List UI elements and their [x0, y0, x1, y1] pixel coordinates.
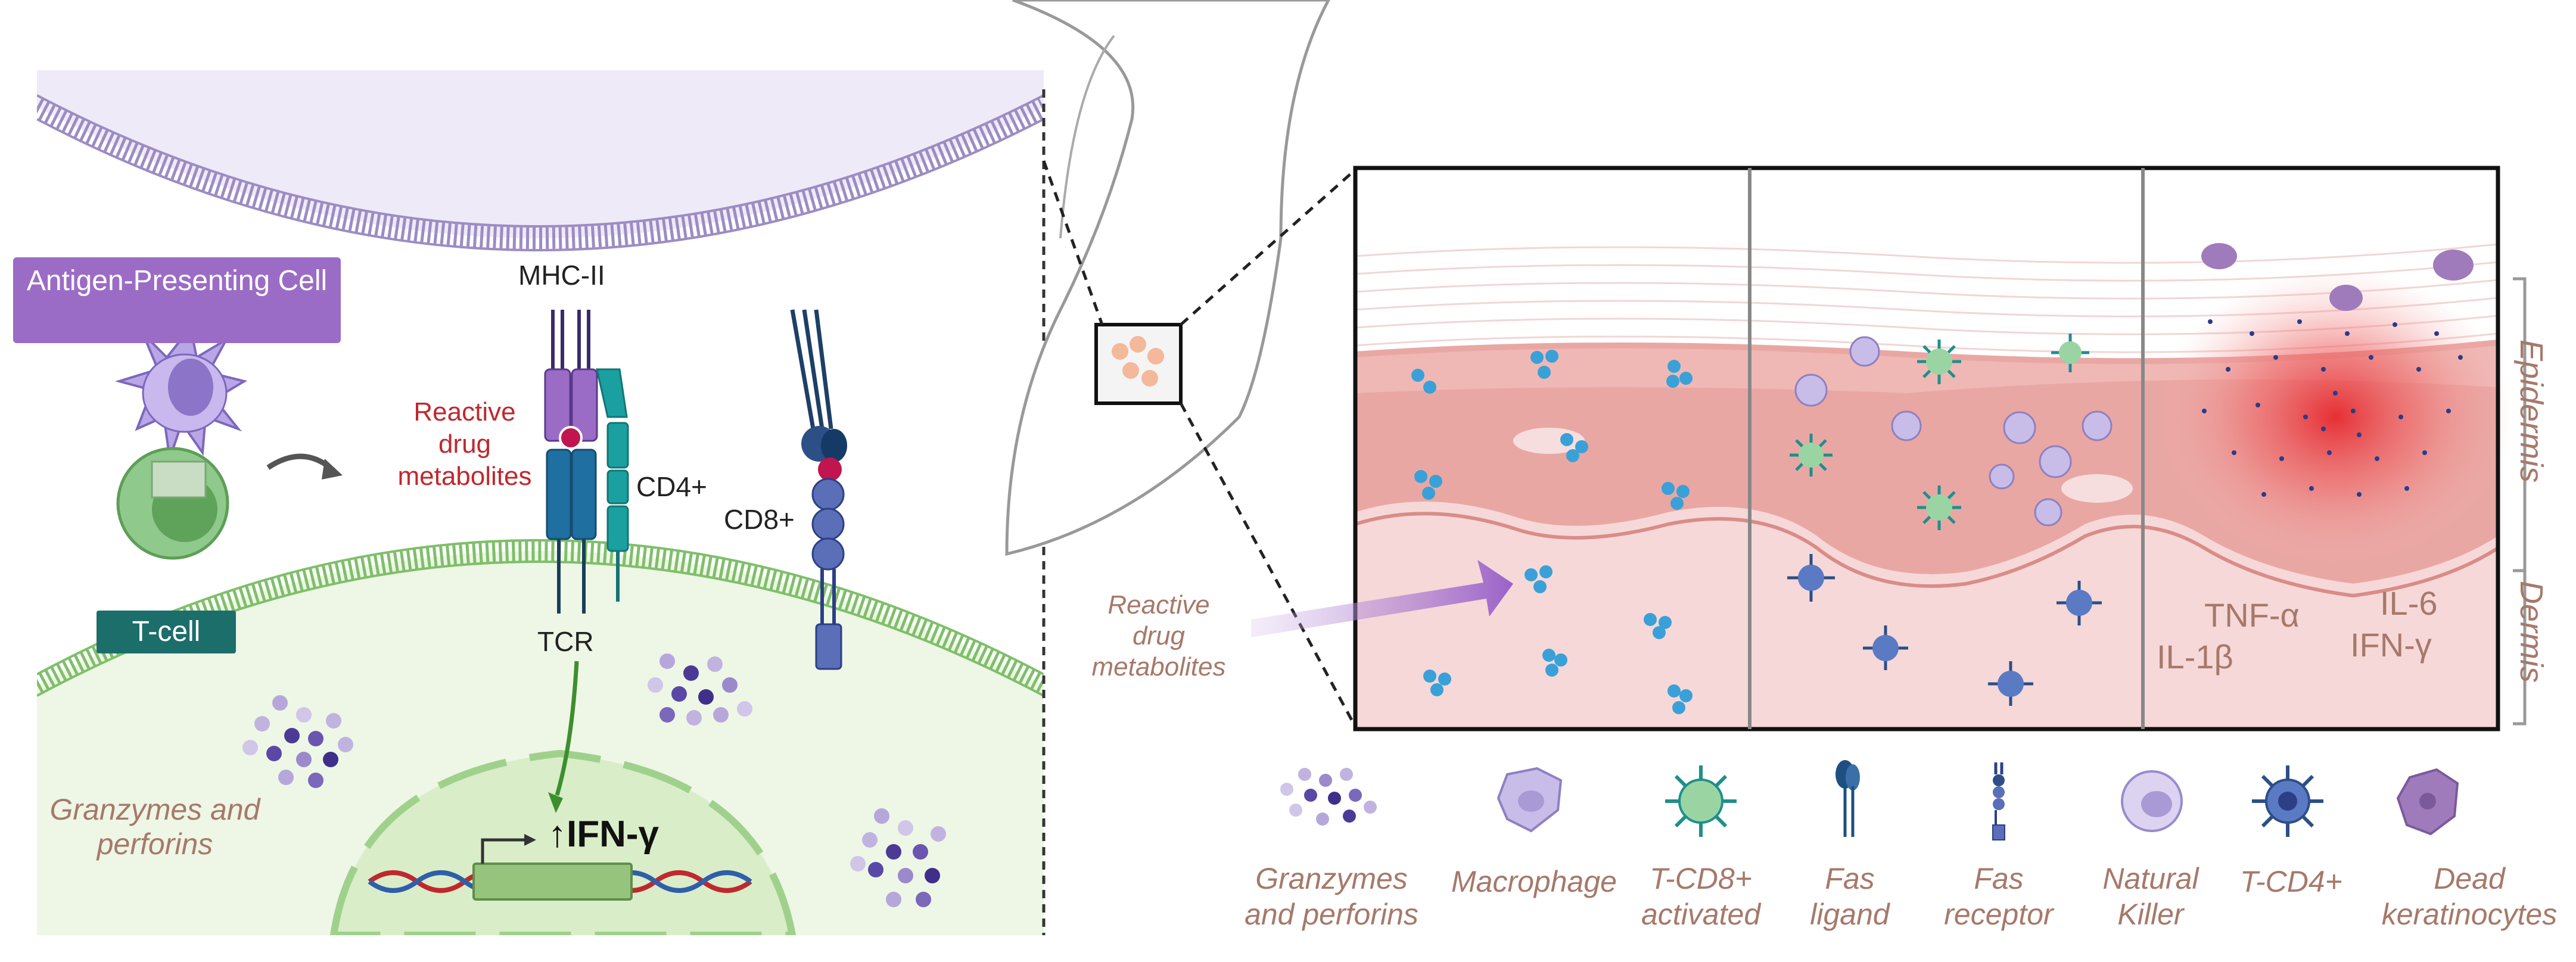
tcd8-activated-icon — [1665, 765, 1737, 837]
fas-receptor-icon — [1992, 762, 2005, 840]
cytokine-ifn: IFN-γ — [2350, 626, 2432, 664]
tcell-cytoplasm — [37, 551, 1044, 935]
granzyme-dots-icon — [1280, 768, 1377, 826]
arm-illustration — [1005, 0, 1330, 556]
legend-label-fas-ligand: Fas ligand — [1810, 862, 1890, 931]
legend-label-natural-killer: Natural Killer — [2102, 862, 2199, 931]
macrophage-icon — [1497, 767, 1563, 833]
legend-label-dead-keratinocytes: Dead keratinocytes — [2381, 862, 2558, 931]
mhc-ii-complex — [544, 310, 598, 450]
tcell-label: T-cell — [97, 611, 236, 653]
cd4-coreceptor — [596, 368, 629, 602]
granzymes-cluster-right — [850, 808, 946, 907]
signal-arrow — [555, 661, 579, 796]
reactive-metabolites-label: Reactive drug metabolites — [397, 397, 532, 491]
apc-membrane — [37, 98, 1044, 249]
cytokine-il6: IL-6 — [2380, 584, 2438, 622]
dermis-layer — [1355, 502, 2498, 729]
dna-strand — [368, 834, 752, 901]
dead-keratinocyte-icon — [2396, 768, 2459, 836]
epidermis-label: Epidermis — [2513, 340, 2549, 483]
legend-icons — [1280, 760, 2459, 840]
mhc-ii-label: MHC-II — [518, 260, 605, 291]
synapse-panel — [37, 70, 1044, 935]
legend-label-tcd4: T-CD4+ — [2240, 865, 2342, 898]
cytokine-il1b: IL-1β — [2157, 638, 2233, 675]
granzymes-cluster-left — [242, 695, 353, 788]
tcr-complex — [546, 449, 597, 614]
tcd4-icon — [2252, 765, 2323, 837]
skin-reactive-label: Reactive drug metabolites — [1091, 590, 1226, 681]
tcd8-cells-skin — [1790, 334, 2089, 530]
dead-keratinocytes — [2201, 243, 2474, 311]
layer-brackets — [2513, 277, 2527, 726]
cytokine-tnf: TNF-α — [2204, 596, 2300, 634]
drug-particles — [1411, 350, 1693, 714]
drug-entry-arrow — [1251, 560, 1513, 637]
granzymes-label: Granzymes and perforins — [49, 793, 260, 861]
skin-section-panel — [1353, 166, 2514, 731]
fas-ligand-icon — [1835, 760, 1860, 837]
natural-killer-icon — [2121, 770, 2183, 832]
macrophages — [1794, 336, 2113, 527]
legend-label-macrophage: Macrophage — [1451, 865, 1617, 898]
apc-tcell-icon — [114, 325, 343, 560]
apc-label: Antigen-Presenting Cell — [13, 257, 341, 343]
granzymes-cluster-center — [648, 653, 752, 726]
ifn-gamma-label: ↑IFN-γ — [548, 814, 659, 855]
tcr-label: TCR — [537, 626, 594, 657]
cd4-label: CD4+ — [636, 471, 707, 502]
cd8-label: CD8+ — [724, 504, 795, 535]
dermis-label: Dermis — [2513, 581, 2549, 683]
legend-label-fas-receptor: Fas receptor — [1944, 862, 2054, 931]
legend-label-granzymes: Granzymes and perforins — [1245, 862, 1418, 931]
cd8-complex — [790, 309, 847, 670]
legend-label-tcd8: T-CD8+ activated — [1641, 862, 1761, 931]
cytotoxic-dots — [2202, 319, 2463, 497]
tcd4-cells-skin — [1787, 554, 2102, 706]
inflammation-focus — [2157, 268, 2514, 566]
